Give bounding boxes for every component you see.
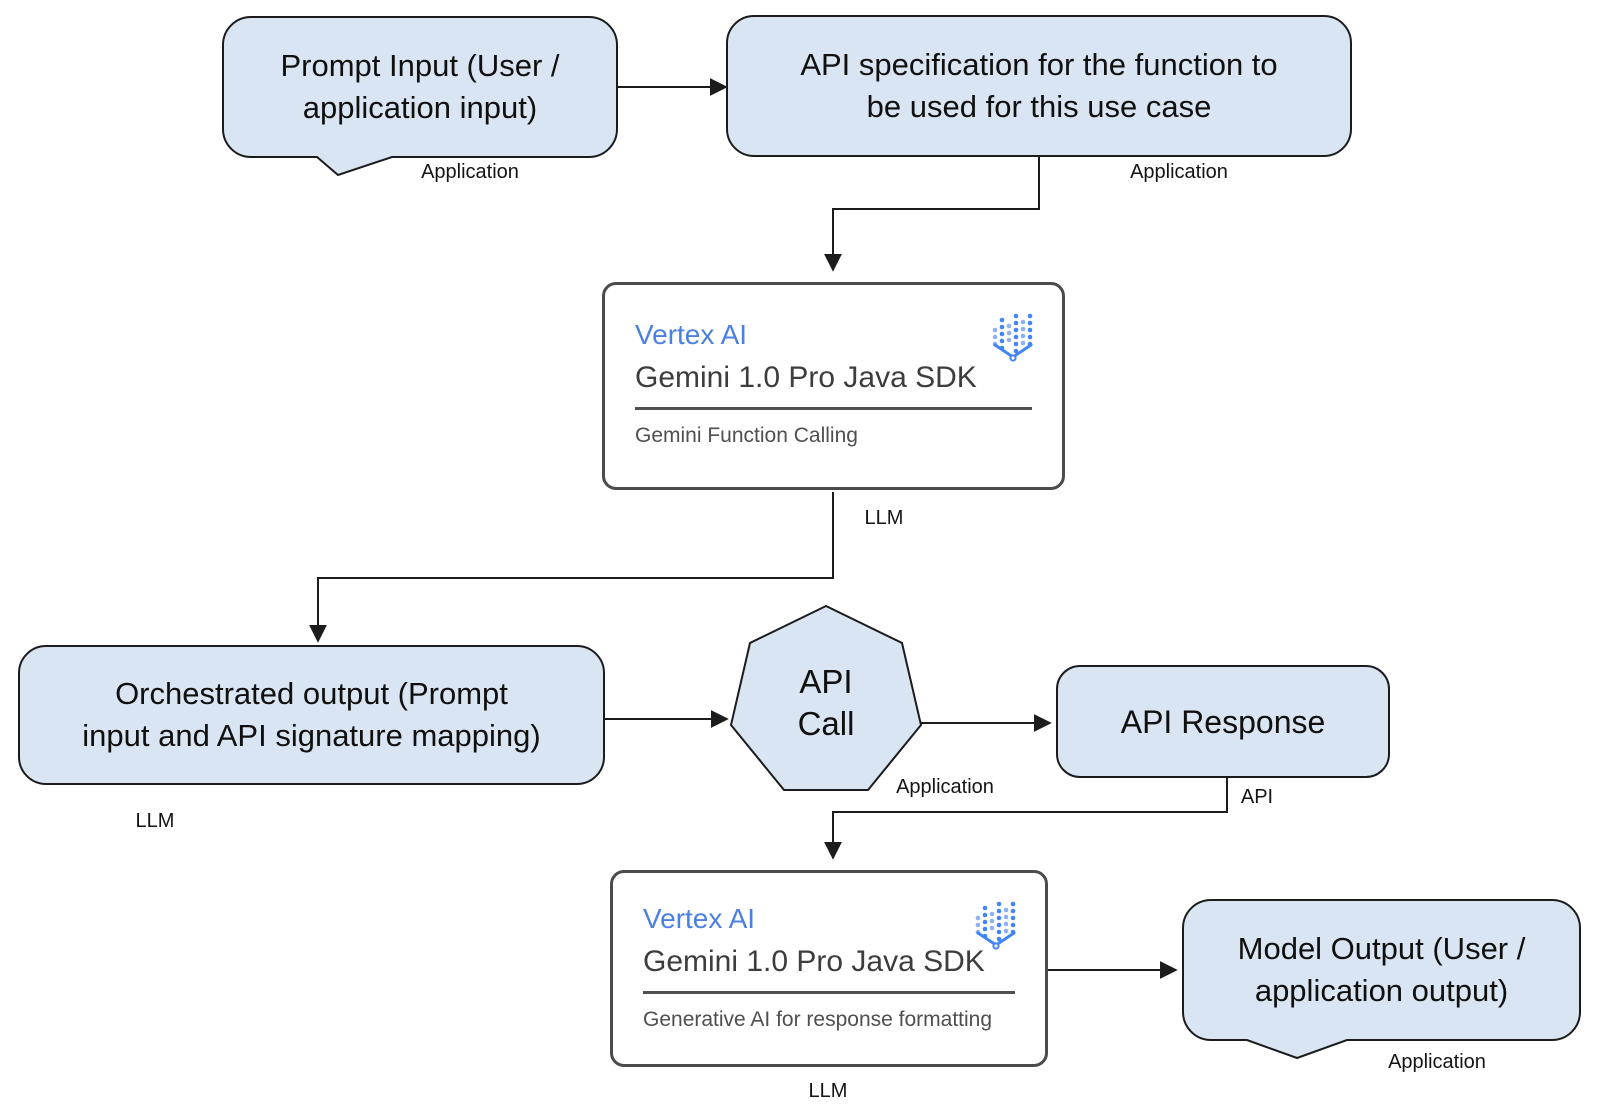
orchestrated-output-tag: LLM [135,810,175,832]
prompt-input-shape [222,16,618,177]
api-spec-tag: Application [1130,161,1228,183]
api-response-tag: API [1240,786,1274,808]
llm1-tag: LLM [864,507,904,529]
card-divider [643,991,1015,994]
prompt-input-tag: Application [421,161,519,183]
api-response-node: API Response [1056,665,1390,778]
api-spec-node: API specification for the function to be… [726,15,1352,157]
model-output-tag: Application [1388,1051,1486,1073]
vertex-ai-icon [973,899,1019,956]
gemini-sdk-name: Gemini 1.0 Pro Java SDK [635,361,977,394]
vertex-ai-card-response-formatting: Vertex AI Gemini 1.0 Pro Java SDK Genera… [610,870,1048,1067]
api-call-shape [729,604,923,791]
vertex-ai-product-name: Vertex AI [635,319,748,350]
card-caption: Gemini Function Calling [635,424,858,447]
edge-apispec-to-llm1 [824,157,1040,272]
vertex-ai-product-name: Vertex AI [643,903,756,934]
model-output-shape [1182,899,1581,1060]
card-caption: Generative AI for response formatting [643,1008,993,1031]
vertex-ai-card-function-calling: Vertex AI Gemini 1.0 Pro Java SDK Gemini… [602,282,1065,490]
vertex-ai-icon [990,311,1036,368]
gemini-sdk-name: Gemini 1.0 Pro Java SDK [643,945,985,978]
card-divider [635,407,1032,410]
llm2-tag: LLM [808,1080,848,1102]
api-call-tag: Application [896,776,994,798]
orchestrated-output-node: Orchestrated output (Prompt input and AP… [18,645,605,785]
edge-llm1-to-orchestrated [309,492,834,643]
edge-apiresponse-to-llm2 [824,778,1228,860]
